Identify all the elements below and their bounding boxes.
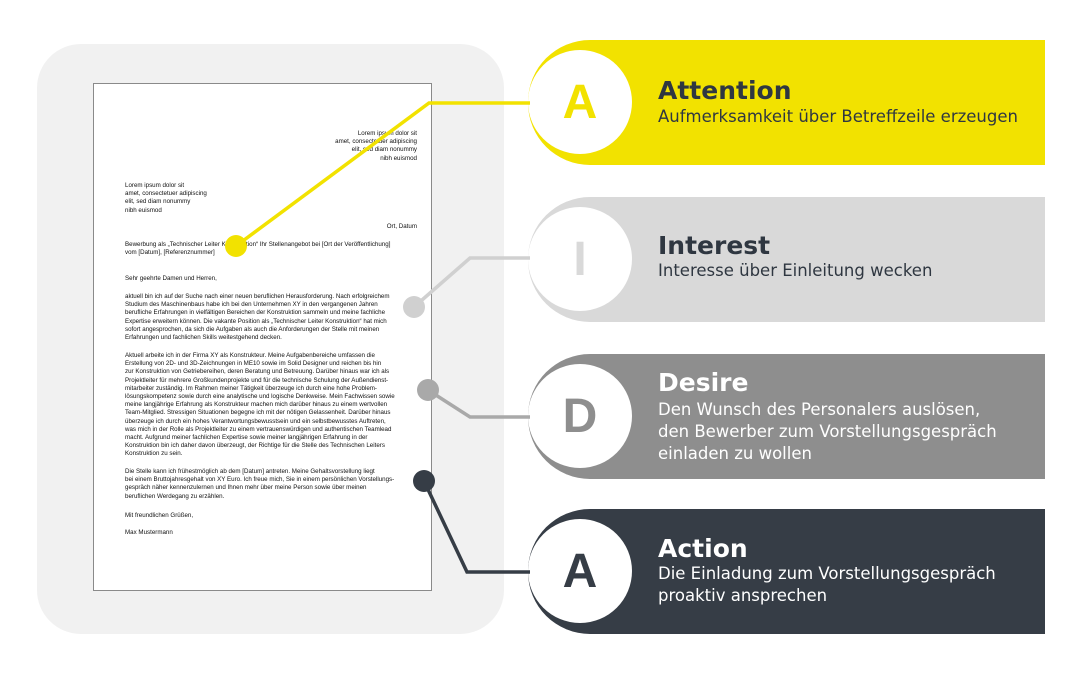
stage-letter-badge: D: [528, 364, 632, 468]
salutation: Sehr geehrte Damen und Herren,: [125, 275, 217, 282]
attention-connector: [225, 101, 530, 257]
paragraph-line: lösungskompetenz sowie durch eine analyt…: [125, 393, 395, 401]
paragraph-line: überzeuge ich durch ein hohes Verantwort…: [125, 417, 386, 425]
paragraph-line: Konstruktion zu sein.: [125, 450, 183, 458]
subject-text: vom [Datum], [Referenznummer]: [125, 249, 215, 257]
stage-description: Den Wunsch des Personalers auslösen, den…: [658, 400, 997, 463]
stage-action: A Action Die Einladung zum Vorstellungsg…: [528, 509, 1045, 634]
paragraph-line: bei einem Bruttojahresgehalt von XY Euro…: [125, 476, 395, 484]
subject-text: Bewerbung als „Technischer Leiter Konstr…: [125, 241, 391, 248]
paragraph-line: gespräch näher kennenzulernen und Ihnen …: [125, 484, 367, 492]
stage-letter-badge: A: [528, 519, 632, 623]
paragraph-line: Erstellung von 2D- und 3D-Zeichnungen in…: [125, 360, 382, 368]
paragraph-line: Die Stelle kann ich frühestmöglich ab de…: [125, 468, 375, 475]
desire-connector: [417, 379, 530, 419]
paragraph-line: berufliche Erfahrungen in vielfältigen B…: [125, 309, 386, 317]
application-letter: Lorem ipsum dolor sit amet, consectetuer…: [93, 83, 432, 591]
paragraph-line: sofort angesprochen, da sich die Aufgabe…: [125, 325, 380, 333]
paragraph-line: aktuell bin ich auf der Suche nach einer…: [125, 293, 390, 300]
stage-desire: D Desire Den Wunsch des Personalers ausl…: [528, 354, 1045, 479]
interest-connector: [403, 256, 530, 318]
place-date: Ort, Datum: [386, 223, 417, 230]
stage-description: Die Einladung zum Vorstellungsgespräch p…: [658, 564, 996, 605]
paragraph-line: zur Konstruktion von Getriebereihen, der…: [125, 368, 390, 376]
subject-line: Bewerbung als „Technischer Leiter Konstr…: [125, 241, 417, 257]
stage-title: Action: [658, 534, 748, 563]
stage-letter-badge: I: [528, 207, 632, 311]
stage-description: Aufmerksamkeit über Betreffzeile erzeuge…: [658, 107, 1018, 126]
paragraph-line: Team-Mitglied. Stressigen Situationen be…: [125, 409, 391, 417]
recipient-line: elit, sed diam nonummy: [125, 198, 191, 206]
paragraph-line: beruflichen Werdegang zu erzählen.: [125, 492, 225, 500]
action-connector: [413, 470, 530, 574]
stage-title: Attention: [658, 76, 792, 105]
paragraph-line: Expertise erweitern können. Die vakante …: [125, 317, 387, 325]
recipient-line: Lorem ipsum dolor sit: [125, 182, 185, 189]
sender-line: nibh euismod: [380, 154, 417, 162]
stage-interest: I Interest Interesse über Einleitung wec…: [528, 197, 1045, 322]
closing-paragraph: Die Stelle kann ich frühestmöglich ab de…: [125, 468, 417, 501]
stage-attention: A Attention Aufmerksamkeit über Betreffz…: [528, 40, 1045, 165]
paragraph-line: meine langjährige Erfahrung als Konstruk…: [125, 401, 388, 409]
stage-title: Interest: [658, 231, 771, 260]
paragraph-line: mitarbeiter zuständig. Im Rahmen meiner …: [125, 384, 377, 392]
paragraph-line: Aktuell arbeite ich in der Firma XY als …: [125, 352, 375, 359]
paragraph-line: Projektleiter für mehrere Großkundenproj…: [125, 376, 389, 384]
body-paragraph: Aktuell arbeite ich in der Firma XY als …: [125, 352, 417, 459]
stage-letter-badge: A: [528, 50, 632, 154]
recipient-address: Lorem ipsum dolor sit amet, consectetuer…: [125, 182, 417, 215]
closing-greeting: Mit freundlichen Grüßen,: [125, 512, 194, 519]
paragraph-line: Erfahrungen und fachlichen Skills weites…: [125, 334, 282, 342]
paragraph-line: Konstruktion bin ich daher davon überzeu…: [125, 442, 385, 450]
stage-description: Interesse über Einleitung wecken: [658, 261, 933, 280]
sender-line: elit, sed diam nonummy: [351, 146, 417, 154]
paragraph-line: macht. Aufgrund meiner fachlichen Expert…: [125, 434, 368, 442]
recipient-line: nibh euismod: [125, 206, 162, 214]
paragraph-line: was mich in der Rolle als Projektleiter …: [125, 425, 392, 433]
paragraph-line: Studium des Maschinenbaus habe ich bei d…: [125, 301, 378, 309]
introduction-paragraph: aktuell bin ich auf der Suche nach einer…: [125, 293, 417, 342]
signature-name: Max Mustermann: [125, 529, 173, 536]
recipient-line: amet, consectetuer adipiscing: [125, 190, 207, 198]
stage-title: Desire: [658, 368, 749, 397]
